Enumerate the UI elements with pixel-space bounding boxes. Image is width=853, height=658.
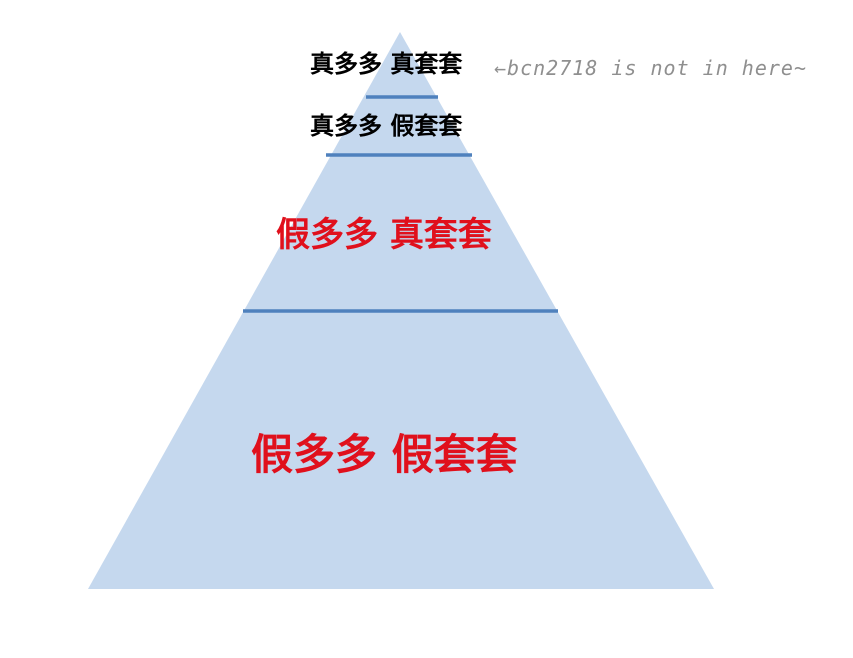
tier-3-label: 假多多 真套套: [276, 215, 492, 255]
tier-2-label: 真多多 假套套: [310, 112, 463, 140]
tier-1-label: 真多多 真套套: [310, 50, 463, 78]
tier-4-label: 假多多 假套套: [251, 430, 518, 479]
handwritten-annotation: ←bcn2718 is not in here~: [494, 56, 807, 80]
